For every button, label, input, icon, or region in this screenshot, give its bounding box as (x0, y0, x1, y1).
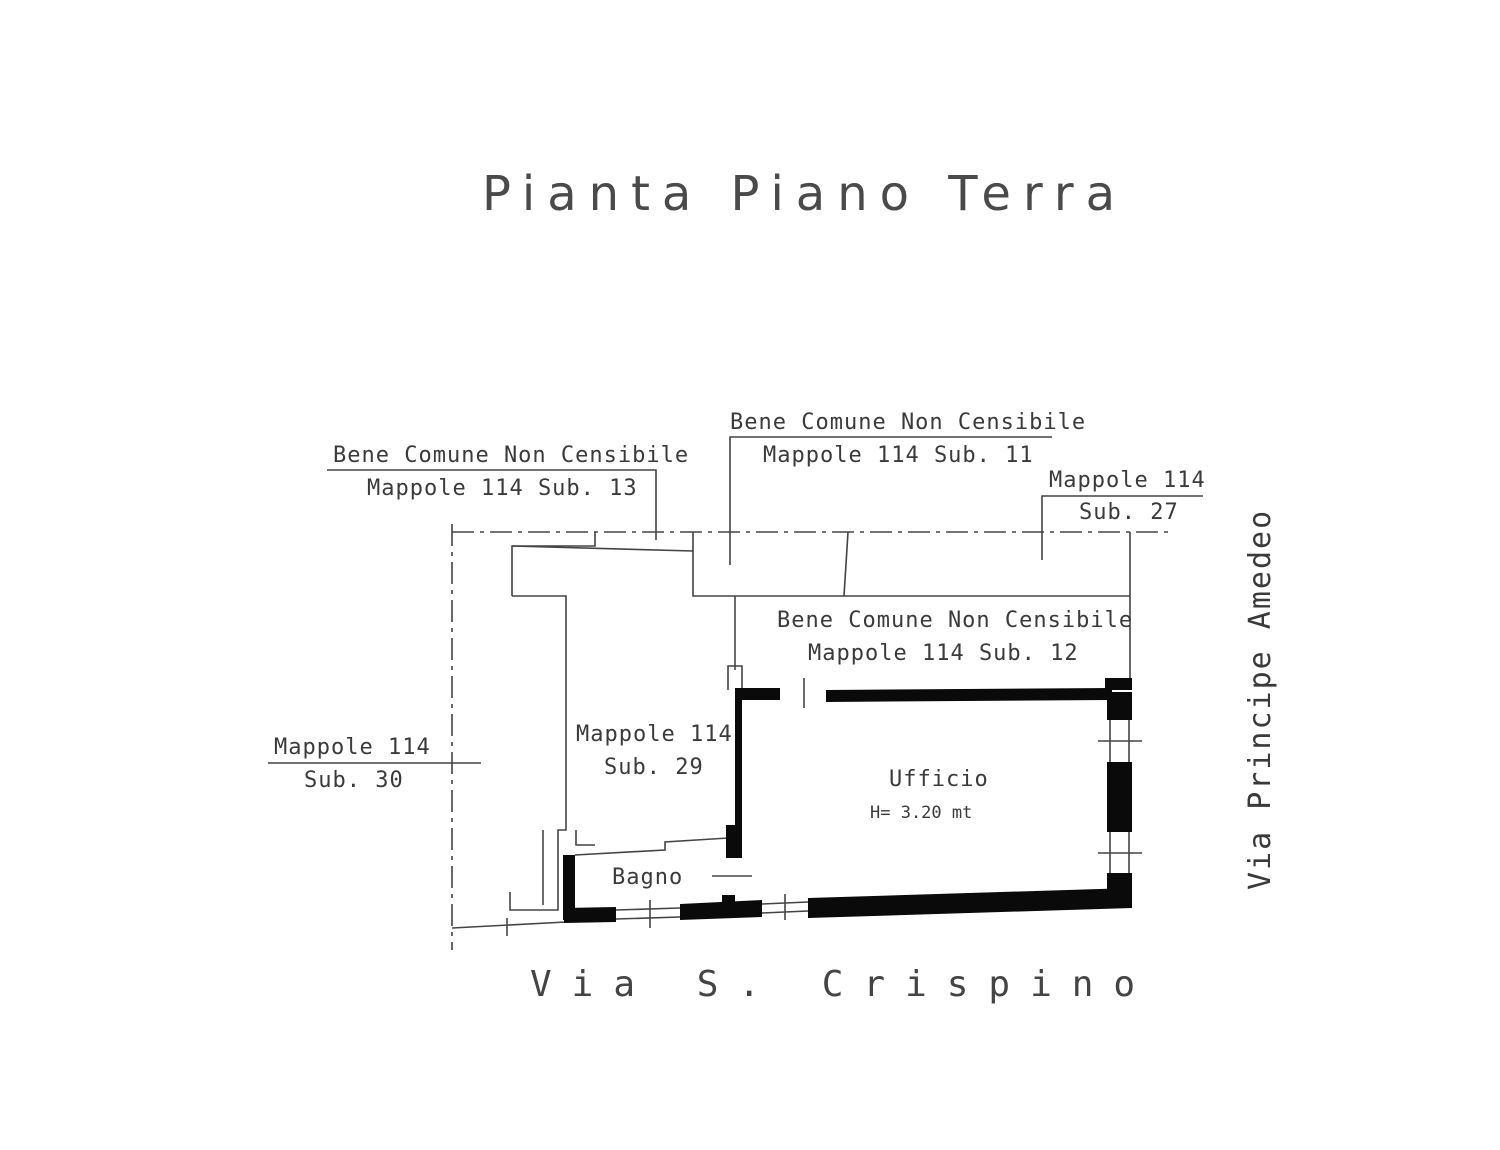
wall-bottom-mid (680, 900, 762, 920)
wall-top-left (735, 688, 780, 700)
corner-return (727, 665, 743, 690)
wall-left-vertical (735, 696, 742, 855)
label-sub27-line1: Mappole 114 (1049, 468, 1206, 493)
wall-bagno-block (722, 895, 735, 905)
label-bene-mid-line2: Mappole 114 Sub. 12 (808, 641, 1079, 666)
label-bene-left-line2: Mappole 114 Sub. 13 (367, 476, 638, 501)
wall-right-mid (1107, 762, 1132, 832)
label-ufficio: Ufficio (889, 767, 989, 792)
leader-sub11 (729, 436, 1052, 565)
label-sub30-line2: Sub. 30 (304, 768, 404, 793)
door-jamb (575, 830, 595, 846)
wall-left-stub (726, 825, 742, 858)
wall-bottom-left (564, 907, 616, 923)
label-room-height: H= 3.20 mt (870, 803, 972, 823)
sub11-outline (692, 532, 1130, 597)
label-bagno: Bagno (612, 865, 683, 890)
wall-top (826, 688, 1112, 702)
wall-right-upper (1107, 692, 1132, 720)
street-via-s-crispino: Via S. Crispino (530, 964, 1155, 1005)
sub13-outline (511, 532, 596, 596)
wall-top-right-corner (1105, 678, 1132, 690)
label-bene-left-line1: Bene Comune Non Censibile (333, 443, 689, 468)
wall-bagno-left (563, 855, 575, 920)
label-bene-top-line2: Mappole 114 Sub. 11 (763, 443, 1034, 468)
street-edge-line (451, 921, 567, 929)
plan-title: Pianta Piano Terra (482, 166, 1127, 222)
label-sub27-line2: Sub. 27 (1079, 500, 1179, 525)
label-bene-top-line1: Bene Comune Non Censibile (730, 410, 1086, 435)
wall-bottom (808, 888, 1132, 918)
label-sub30-line1: Mappole 114 (274, 735, 431, 760)
sub11-divider (843, 531, 849, 597)
label-bene-mid-line1: Bene Comune Non Censibile (777, 608, 1133, 633)
street-via-principe-amedeo: Via Principe Amedeo (1243, 509, 1278, 890)
leader-sub13 (327, 469, 657, 540)
corridor-top-edge (511, 545, 694, 552)
sub29-outline (509, 595, 567, 911)
sub29-bottom-edge (574, 837, 729, 856)
leader-sub27 (1041, 495, 1203, 560)
label-sub29-line1: Mappole 114 (576, 722, 733, 747)
window-marks (615, 720, 1142, 928)
label-sub29-line2: Sub. 29 (604, 755, 704, 780)
